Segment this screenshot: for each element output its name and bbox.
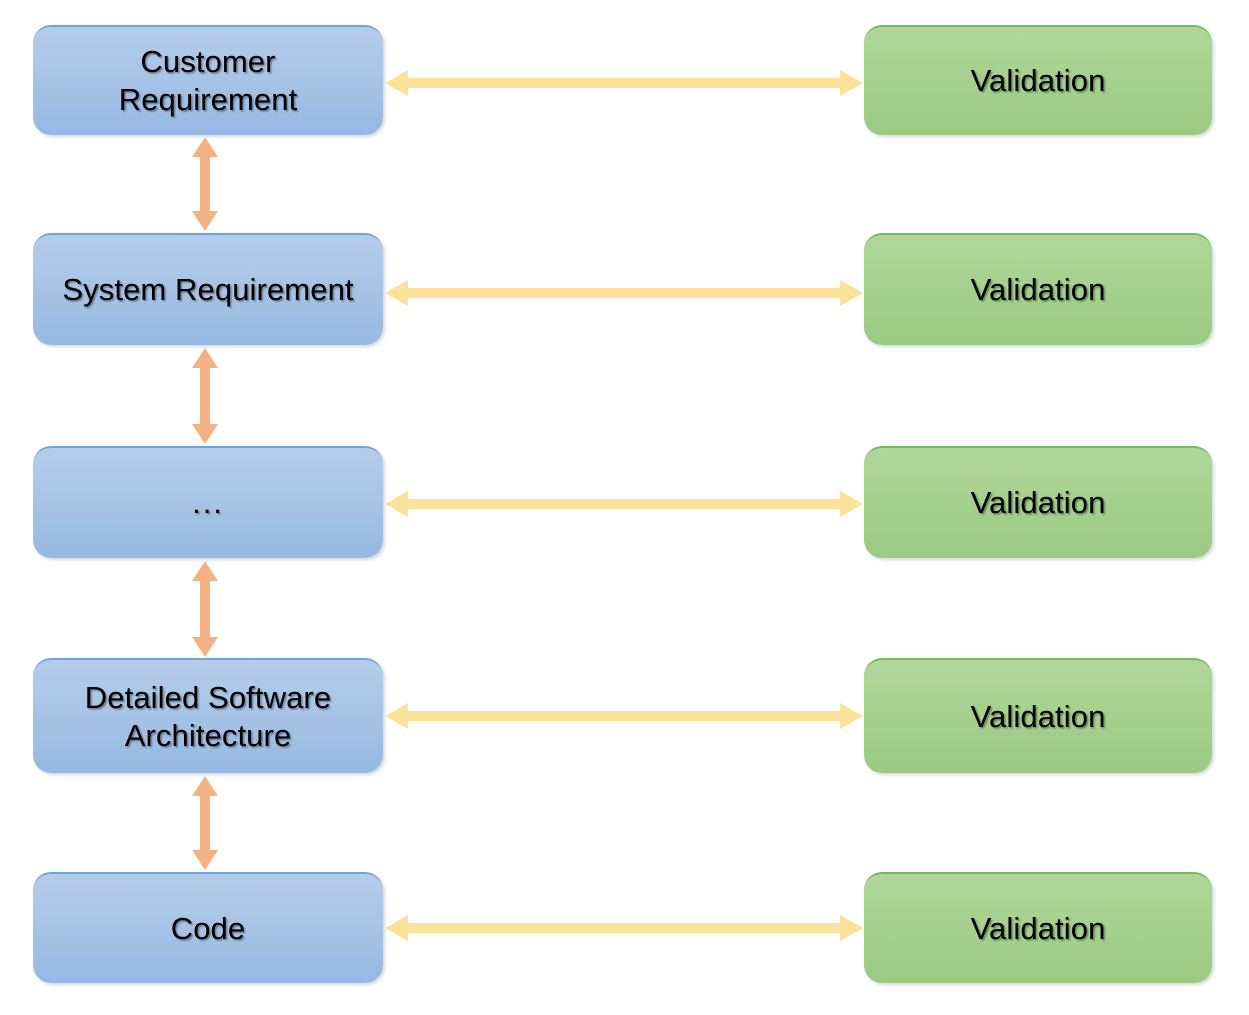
node-label: Validation bbox=[970, 698, 1106, 734]
node-validation-3[interactable]: Validation bbox=[864, 446, 1212, 558]
node-label: System Requirement bbox=[62, 272, 354, 308]
node-code[interactable]: Code bbox=[33, 872, 383, 983]
node-label: Validation bbox=[970, 63, 1106, 99]
double-arrow-horizontal-icon bbox=[385, 491, 863, 517]
node-label: Detailed Software Architecture bbox=[84, 679, 332, 753]
connector-validates-4[interactable] bbox=[385, 701, 863, 731]
double-arrow-vertical-icon bbox=[192, 776, 218, 870]
node-validation-1[interactable]: Validation bbox=[864, 25, 1212, 135]
double-arrow-vertical-icon bbox=[192, 137, 218, 231]
connector-refines-2[interactable] bbox=[190, 348, 220, 444]
connector-validates-3[interactable] bbox=[385, 489, 863, 519]
node-label: Validation bbox=[970, 910, 1106, 946]
connector-refines-3[interactable] bbox=[190, 561, 220, 657]
node-validation-4[interactable]: Validation bbox=[864, 658, 1212, 773]
node-validation-5[interactable]: Validation bbox=[864, 872, 1212, 983]
connector-validates-5[interactable] bbox=[385, 913, 863, 943]
double-arrow-vertical-icon bbox=[192, 348, 218, 444]
connector-refines-4[interactable] bbox=[190, 776, 220, 870]
node-label: Validation bbox=[970, 272, 1106, 308]
double-arrow-horizontal-icon bbox=[385, 915, 863, 941]
node-detailed-software-architecture[interactable]: Detailed Software Architecture bbox=[33, 658, 383, 773]
connector-validates-2[interactable] bbox=[385, 278, 863, 308]
double-arrow-horizontal-icon bbox=[385, 70, 863, 96]
node-label: ... bbox=[192, 485, 224, 521]
node-system-requirement[interactable]: System Requirement bbox=[33, 233, 383, 345]
double-arrow-horizontal-icon bbox=[385, 703, 863, 729]
double-arrow-vertical-icon bbox=[192, 561, 218, 657]
node-label: Customer Requirement bbox=[118, 44, 298, 117]
node-label: Code bbox=[170, 910, 246, 946]
double-arrow-horizontal-icon bbox=[385, 280, 863, 306]
connector-validates-1[interactable] bbox=[385, 68, 863, 98]
node-customer-requirement[interactable]: Customer Requirement bbox=[33, 25, 383, 135]
node-validation-2[interactable]: Validation bbox=[864, 233, 1212, 345]
node-intermediate-levels[interactable]: ... bbox=[33, 446, 383, 558]
connector-refines-1[interactable] bbox=[190, 137, 220, 231]
node-label: Validation bbox=[970, 485, 1106, 521]
